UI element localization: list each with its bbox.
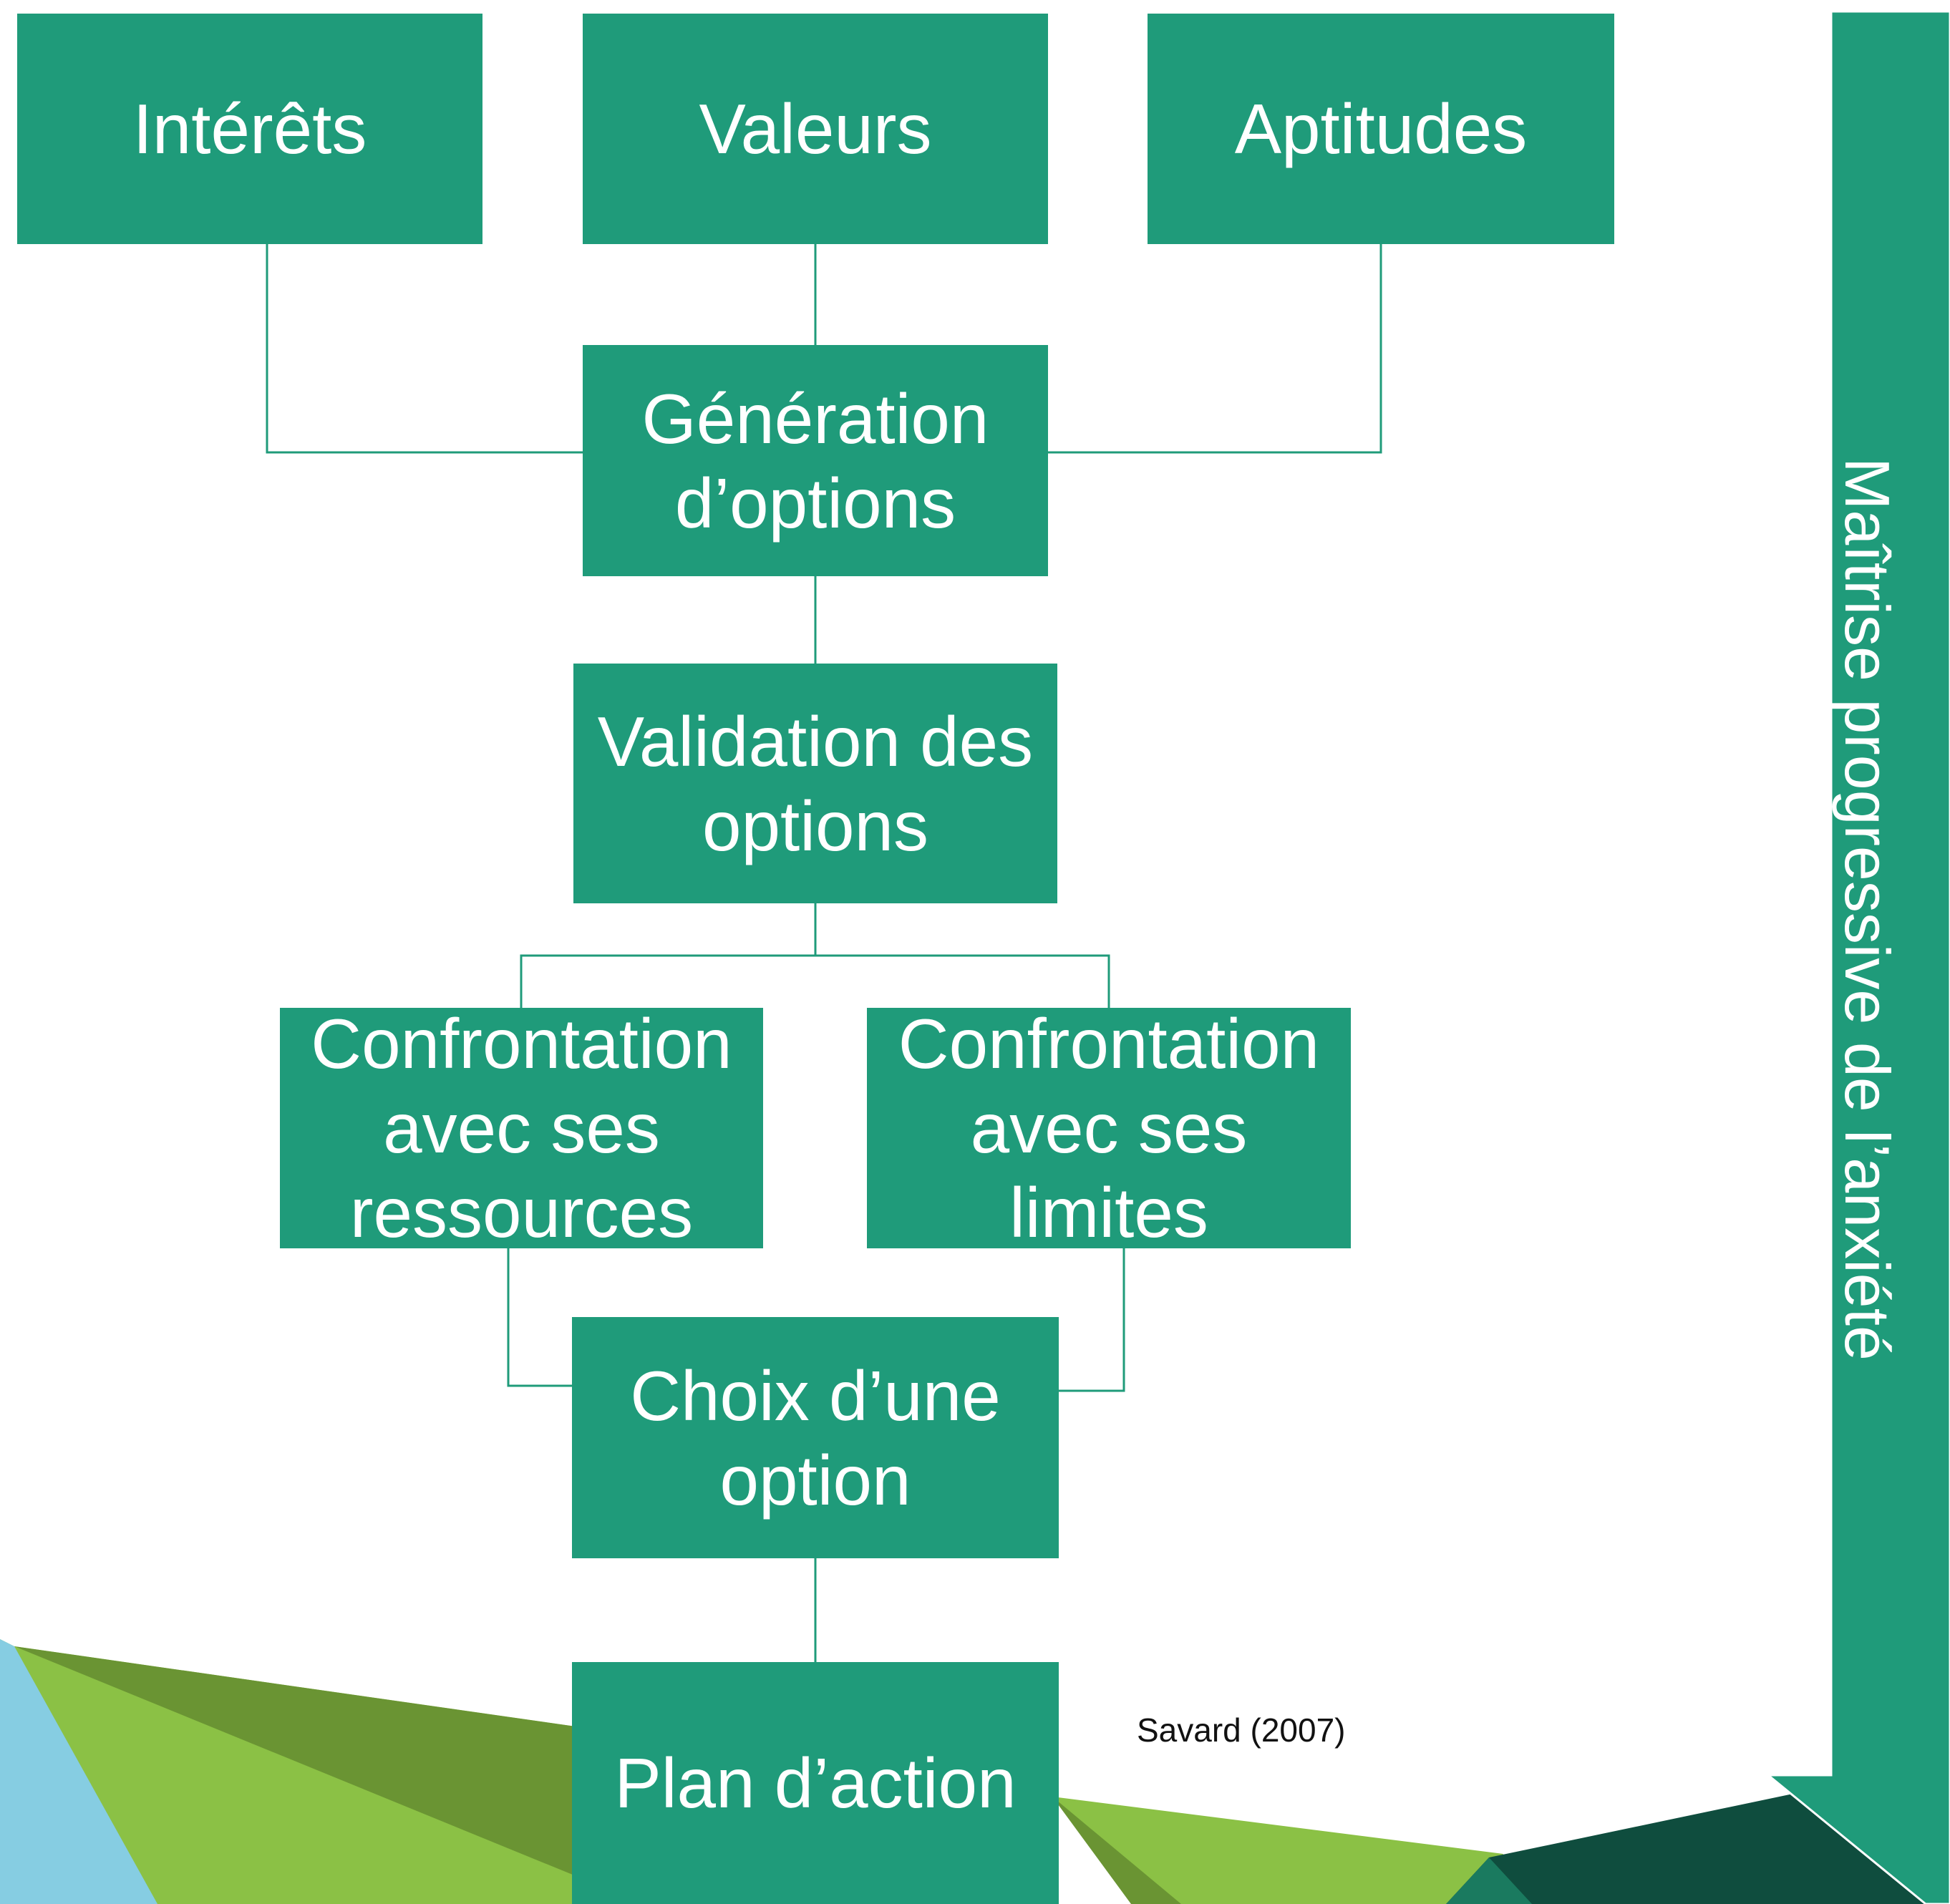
box-plan-action: Plan d’action: [572, 1662, 1059, 1904]
connector-validation-branch: [520, 903, 1110, 1008]
box-confrontation-limites: Confrontation avec ses limites: [867, 1004, 1351, 1252]
box-confrontation-ressources: Confrontation avec ses ressources: [280, 1004, 763, 1252]
side-arrow-label: Maîtrise progressive de l’anxiété: [1832, 457, 1903, 1361]
background-decoration: [0, 1639, 1950, 1904]
box-validation-options: Validation des options: [573, 664, 1057, 903]
box-valeurs: Valeurs: [583, 14, 1048, 244]
box-interets: Intérêts: [17, 14, 482, 244]
connectors: [266, 243, 1382, 1662]
box-aptitudes: Aptitudes: [1148, 14, 1614, 244]
connector-aptitudes-generation: [1047, 243, 1382, 454]
citation: Savard (2007): [1137, 1711, 1346, 1749]
box-generation-options: Génération d’options: [583, 345, 1048, 576]
side-arrow-shape: [1765, 10, 1950, 1904]
connector-limites-choix: [1058, 1248, 1125, 1392]
connector-interets-generation: [266, 243, 583, 454]
box-choix-option: Choix d’une option: [572, 1317, 1059, 1558]
connector-ressources-choix: [507, 1248, 573, 1387]
